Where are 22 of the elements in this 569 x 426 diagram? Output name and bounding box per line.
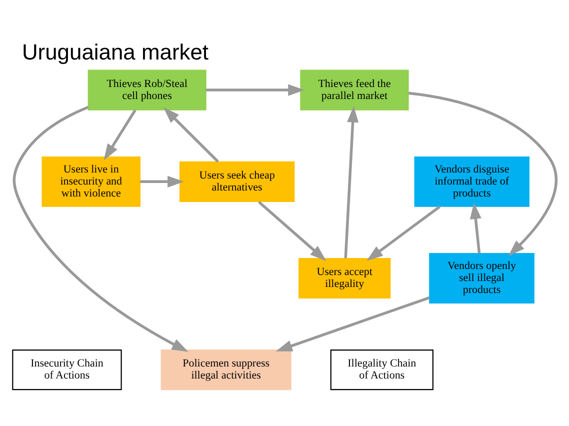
node-box: Thieves feed the parallel market <box>300 69 409 110</box>
arrow <box>12 105 188 352</box>
node-box: Thieves Rob/Steal cell phones <box>88 69 206 110</box>
arrow <box>366 204 441 260</box>
node-box: Users live in insecurity and with violence <box>42 156 140 206</box>
node-box: Vendors disguise informal trade of products <box>414 156 530 206</box>
node-box: Illegality Chain of Actions <box>330 349 434 390</box>
node-box: Policemen suppress illegal activities <box>160 349 292 390</box>
node-box: Insecurity Chain of Actions <box>12 349 122 390</box>
arrow <box>163 106 219 162</box>
arrow <box>470 202 482 253</box>
arrow <box>140 175 184 187</box>
arrow <box>408 91 558 256</box>
arrow <box>344 105 359 258</box>
arrow <box>258 200 326 261</box>
node-box: Users accept illegality <box>298 257 391 298</box>
arrow <box>206 84 305 96</box>
arrow <box>104 108 136 160</box>
node-box: Users seek cheap alternatives <box>179 160 295 202</box>
arrow <box>276 296 430 351</box>
node-box: Vendors openly sell illegal products <box>429 252 534 303</box>
diagram-title: Uruguaiana market <box>22 38 209 64</box>
